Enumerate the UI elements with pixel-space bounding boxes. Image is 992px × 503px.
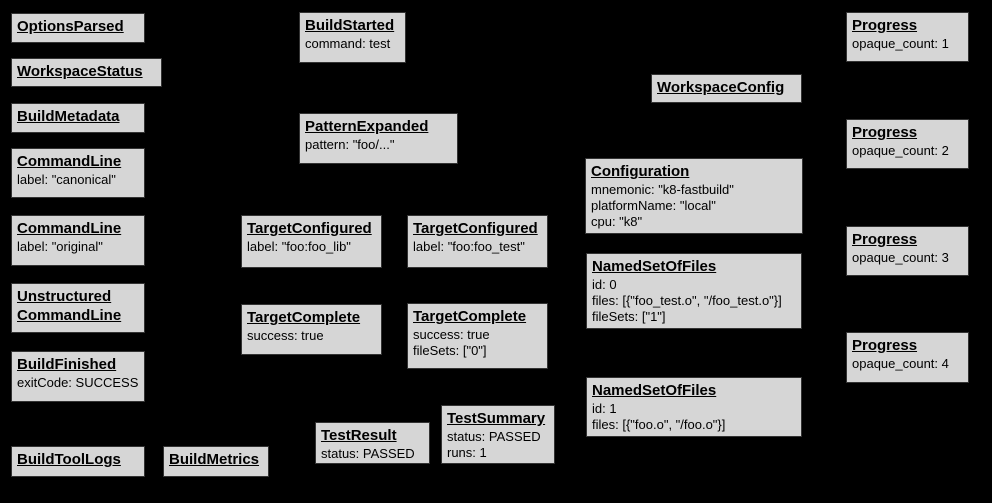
event-node-title: BuildFinished xyxy=(17,356,117,373)
event-node-title: WorkspaceConfig xyxy=(657,79,785,96)
event-node-line: fileSets: ["1"] xyxy=(592,309,666,324)
event-node-line: opaque_count: 1 xyxy=(852,36,949,51)
event-node-target-configured-lib: TargetConfigured label: "foo:foo_lib" xyxy=(241,215,382,268)
event-node-title: TargetComplete xyxy=(413,308,527,325)
event-node-configuration: Configuration mnemonic: "k8-fastbuild"pl… xyxy=(585,158,803,234)
event-node-body: opaque_count: 2 xyxy=(852,143,963,159)
event-node-line: files: [{"foo_test.o", "/foo_test.o"}] xyxy=(592,293,782,308)
event-node-line: opaque_count: 2 xyxy=(852,143,949,158)
event-node-body: mnemonic: "k8-fastbuild"platformName: "l… xyxy=(591,182,797,230)
event-node-title: OptionsParsed xyxy=(17,18,124,35)
event-node-workspace-status: WorkspaceStatus xyxy=(11,58,162,87)
event-node-body: label: "foo:foo_lib" xyxy=(247,239,376,255)
event-node-build-finished: BuildFinished exitCode: SUCCESS xyxy=(11,351,145,402)
event-node-title: BuildMetadata xyxy=(17,108,120,125)
event-node-body: status: PASSED xyxy=(321,446,424,462)
event-node-line: label: "canonical" xyxy=(17,172,116,187)
event-node-line: success: true xyxy=(247,328,324,343)
event-node-body: success: true xyxy=(247,328,376,344)
event-node-body: label: "foo:foo_test" xyxy=(413,239,542,255)
event-node-line: id: 0 xyxy=(592,277,617,292)
event-node-line: label: "foo:foo_lib" xyxy=(247,239,351,254)
event-node-unstructured-command-line: Unstructured CommandLine xyxy=(11,283,145,333)
event-node-pattern-expanded: PatternExpanded pattern: "foo/..." xyxy=(299,113,458,164)
event-node-body: opaque_count: 3 xyxy=(852,250,963,266)
event-node-line: pattern: "foo/..." xyxy=(305,137,395,152)
event-node-title: BuildStarted xyxy=(305,17,395,34)
event-node-title: NamedSetOfFiles xyxy=(592,382,717,399)
event-node-title: NamedSetOfFiles xyxy=(592,258,717,275)
event-node-build-tool-logs: BuildToolLogs xyxy=(11,446,145,477)
event-node-build-metadata: BuildMetadata xyxy=(11,103,145,133)
event-node-body: pattern: "foo/..." xyxy=(305,137,452,153)
event-node-title: CommandLine xyxy=(17,220,122,237)
event-node-title: TargetComplete xyxy=(247,309,361,326)
event-node-title: BuildToolLogs xyxy=(17,451,121,468)
event-node-title: WorkspaceStatus xyxy=(17,63,143,80)
event-node-line: platformName: "local" xyxy=(591,198,716,213)
event-node-progress-1: Progress opaque_count: 1 xyxy=(846,12,969,62)
event-node-body: command: test xyxy=(305,36,400,52)
event-node-options-parsed: OptionsParsed xyxy=(11,13,145,43)
event-node-line: opaque_count: 3 xyxy=(852,250,949,265)
event-node-line: command: test xyxy=(305,36,391,51)
event-node-build-metrics: BuildMetrics xyxy=(163,446,269,477)
event-node-line: success: true xyxy=(413,327,490,342)
event-node-target-complete-lib: TargetComplete success: true xyxy=(241,304,382,355)
event-node-title: Configuration xyxy=(591,163,690,180)
event-node-line: cpu: "k8" xyxy=(591,214,643,229)
event-node-line: id: 1 xyxy=(592,401,617,416)
event-node-progress-2: Progress opaque_count: 2 xyxy=(846,119,969,169)
event-node-line: runs: 1 xyxy=(447,445,487,460)
event-node-title: Progress xyxy=(852,17,918,34)
event-node-body: label: "canonical" xyxy=(17,172,139,188)
event-node-test-result: TestResult status: PASSED xyxy=(315,422,430,464)
event-node-title: BuildMetrics xyxy=(169,451,260,468)
event-node-body: exitCode: SUCCESS xyxy=(17,375,139,391)
event-node-progress-3: Progress opaque_count: 3 xyxy=(846,226,969,276)
event-node-title: CommandLine xyxy=(17,153,122,170)
event-node-title: TargetConfigured xyxy=(413,220,538,237)
event-node-build-started: BuildStarted command: test xyxy=(299,12,406,63)
event-node-workspace-config: WorkspaceConfig xyxy=(651,74,802,103)
event-node-target-configured-test: TargetConfigured label: "foo:foo_test" xyxy=(407,215,548,268)
event-node-title: Progress xyxy=(852,124,918,141)
event-node-body: opaque_count: 1 xyxy=(852,36,963,52)
event-node-line: opaque_count: 4 xyxy=(852,356,949,371)
event-node-title: TestResult xyxy=(321,427,397,444)
event-node-line: mnemonic: "k8-fastbuild" xyxy=(591,182,734,197)
event-node-line: exitCode: SUCCESS xyxy=(17,375,139,390)
event-node-title: PatternExpanded xyxy=(305,118,429,135)
event-node-line: status: PASSED xyxy=(321,446,415,461)
event-node-progress-4: Progress opaque_count: 4 xyxy=(846,332,969,383)
event-node-title: Progress xyxy=(852,337,918,354)
event-node-title: TargetConfigured xyxy=(247,220,372,237)
event-node-command-line-canonical: CommandLine label: "canonical" xyxy=(11,148,145,198)
event-node-line: files: [{"foo.o", "/foo.o"}] xyxy=(592,417,726,432)
event-node-command-line-original: CommandLine label: "original" xyxy=(11,215,145,266)
event-node-title: TestSummary xyxy=(447,410,546,427)
event-node-body: opaque_count: 4 xyxy=(852,356,963,372)
event-node-body: label: "original" xyxy=(17,239,139,255)
event-node-title: Progress xyxy=(852,231,918,248)
event-node-line: fileSets: ["0"] xyxy=(413,343,487,358)
event-node-line: label: "foo:foo_test" xyxy=(413,239,525,254)
event-node-line: status: PASSED xyxy=(447,429,541,444)
event-node-line: label: "original" xyxy=(17,239,103,254)
event-node-title: Unstructured CommandLine xyxy=(17,288,122,324)
